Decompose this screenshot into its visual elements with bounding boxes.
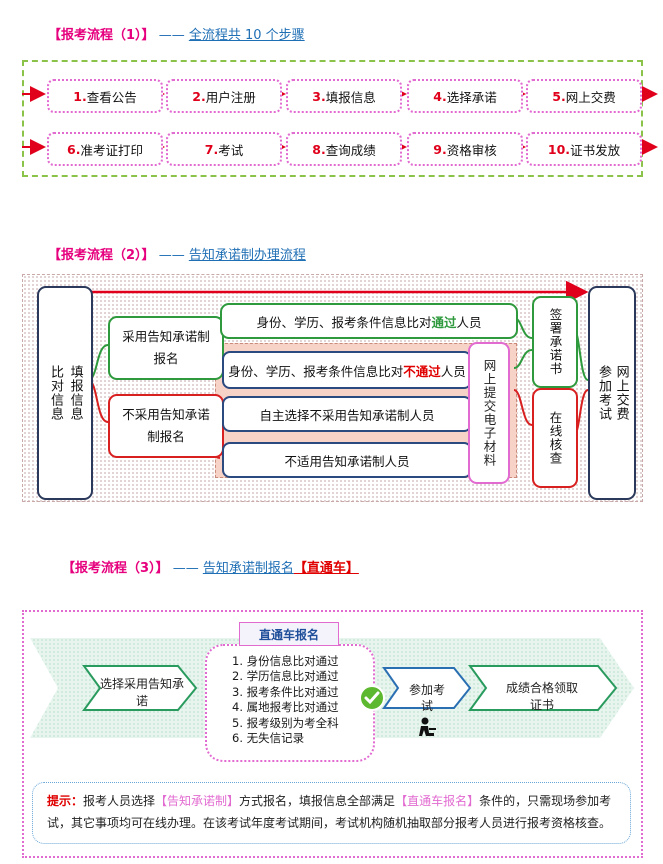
condition-item: 3. 报考条件比对通过 xyxy=(232,684,339,699)
section1-bracket: 【报考流程（1）】 xyxy=(48,28,155,43)
tip-term-commitment: 【告知承诺制】 xyxy=(155,794,240,808)
step-1: 1.查看公告 xyxy=(47,79,163,113)
section1-dash: —— xyxy=(158,28,185,43)
check-icon xyxy=(359,685,385,711)
chevron-stage4 xyxy=(468,665,618,711)
section1-frame xyxy=(22,60,643,177)
stage1-label: 选择采用告知承诺 xyxy=(100,677,185,708)
row-self-decline: 自主选择不采用告知承诺制人员 xyxy=(222,396,472,432)
step-3: 3.填报信息 xyxy=(286,79,402,113)
section2-title: 【报考流程（2）】 —— 告知承诺制办理流程 xyxy=(48,244,306,263)
section1-subtitle: 全流程共 10 个步骤 xyxy=(188,28,305,43)
section2-subtitle: 告知承诺制办理流程 xyxy=(188,248,306,263)
tip-box: 提示：报考人员选择【告知承诺制】方式报名，填报信息全部满足【直通车报名】条件的，… xyxy=(32,782,631,844)
section3-title: 【报考流程（3）】 —— 告知承诺制报名【直通车】 xyxy=(62,557,359,576)
pass-highlight: 通过 xyxy=(431,314,457,330)
sign-commitment-box: 签署承诺书 xyxy=(532,296,578,388)
section1-title: 【报考流程（1）】 —— 全流程共 10 个步骤 xyxy=(48,24,305,43)
section2-bracket: 【报考流程（2）】 xyxy=(48,248,155,263)
section3-bracket: 【报考流程（3）】 xyxy=(62,561,169,576)
direct-registration-ribbon: 直通车报名 xyxy=(239,622,339,646)
conditions-list: 1. 身份信息比对通过 2. 学历信息比对通过 3. 报考条件比对通过 4. 属… xyxy=(232,654,372,746)
step-8: 8.查询成绩 xyxy=(286,132,402,166)
step-9: 9.资格审核 xyxy=(407,132,523,166)
fill-info-label: 填报信息 xyxy=(67,365,83,421)
step-10: 10.证书发放 xyxy=(526,132,642,166)
section3-subtitle: 告知承诺制报名 xyxy=(202,561,294,576)
step-5: 5.网上交费 xyxy=(526,79,642,113)
tip-label: 提示： xyxy=(47,794,84,808)
pay-online-label: 网上交费 xyxy=(613,365,629,421)
stage4-label: 成绩合格领取证书 xyxy=(506,681,579,712)
upload-materials-box: 网上提交电子材料 xyxy=(468,342,510,484)
section2-dash: —— xyxy=(158,248,185,263)
section3-frame xyxy=(22,610,643,858)
step-2: 2.用户注册 xyxy=(166,79,282,113)
row-not-applicable: 不适用告知承诺制人员 xyxy=(222,442,472,478)
compare-info-label: 比对信息 xyxy=(48,365,63,421)
section3-subtitle-red: 【直通车】 xyxy=(293,561,359,576)
step-7: 7.考试 xyxy=(166,132,282,166)
step-4: 4.选择承诺 xyxy=(407,79,523,113)
row-fail: 身份、学历、报考条件信息比对不通过人员 xyxy=(222,351,472,389)
step-6: 6.准考证打印 xyxy=(47,132,163,166)
condition-item: 6. 无失信记录 xyxy=(232,731,305,746)
section3-dash: —— xyxy=(172,561,199,576)
condition-item: 2. 学历信息比对通过 xyxy=(232,669,339,684)
fail-highlight: 不通过 xyxy=(403,363,441,379)
row-pass: 身份、学历、报考条件信息比对通过人员 xyxy=(220,303,518,339)
stage3-label: 参加考试 xyxy=(408,683,445,713)
take-exam-label: 参加考试 xyxy=(596,365,611,421)
condition-item: 5. 报考级别为考全科 xyxy=(232,715,339,730)
not-adopt-commitment-box: 不采用告知承诺制报名 xyxy=(108,394,224,458)
exam-taker-icon xyxy=(419,717,436,736)
online-check-box: 在线核查 xyxy=(532,388,578,488)
chevron-stage3 xyxy=(382,667,472,709)
adopt-commitment-box: 采用告知承诺制报名 xyxy=(108,316,224,380)
tip-term-direct: 【直通车报名】 xyxy=(395,794,480,808)
condition-item: 1. 身份信息比对通过 xyxy=(232,654,339,668)
condition-item: 4. 属地报考比对通过 xyxy=(232,700,339,715)
conditions-panel xyxy=(205,644,375,762)
fill-compare-box: 填报信息 比对信息 xyxy=(37,286,93,500)
chevron-stage1 xyxy=(82,665,198,711)
pay-exam-box: 网上交费 参加考试 xyxy=(588,286,636,500)
